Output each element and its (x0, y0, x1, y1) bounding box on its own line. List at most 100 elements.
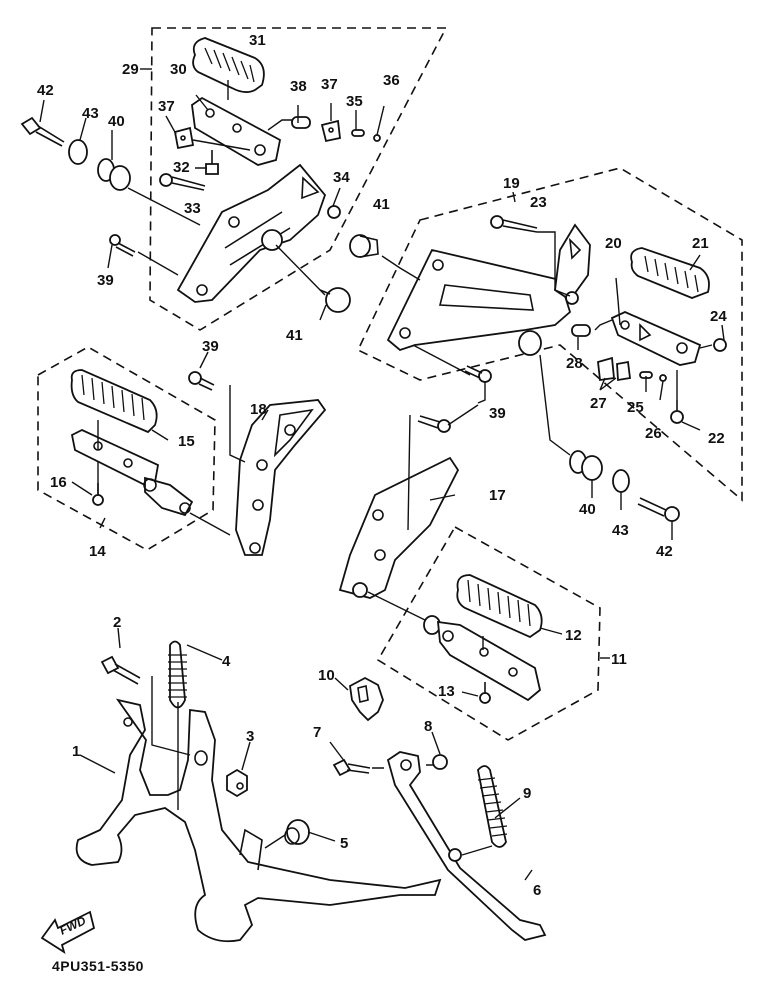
callout-17: 17 (489, 487, 506, 504)
collar-41-right (349, 234, 379, 258)
callout-22: 22 (708, 430, 725, 447)
footrest-bracket-20 (610, 311, 702, 366)
side-stand-6 (386, 751, 547, 941)
callout-13: 13 (438, 683, 455, 700)
footrest-rubber-21 (630, 247, 710, 299)
bolt-22 (670, 400, 684, 424)
spring-35 (351, 129, 365, 137)
callout-41-right: 41 (373, 196, 390, 213)
bolt-39-left (188, 371, 215, 391)
callout-39-right: 39 (489, 405, 506, 422)
callout-16: 16 (50, 474, 67, 491)
plate-37-right (320, 119, 341, 143)
callout-19: 19 (503, 175, 520, 192)
nut-3 (226, 768, 248, 798)
collar-41-upper (319, 287, 351, 313)
footrest-holder-19 (386, 223, 591, 356)
nut-34 (327, 205, 341, 219)
callout-41-upper: 41 (286, 327, 303, 344)
ball-36 (373, 134, 381, 142)
collar-40-left (97, 158, 131, 191)
footrest-rubber-12 (456, 574, 543, 639)
callout-23: 23 (530, 194, 547, 211)
bolt-39-right-b (417, 415, 451, 433)
group-box-19 (356, 167, 743, 502)
callout-7: 7 (313, 724, 321, 741)
reference-code: 4PU351-5350 (52, 958, 144, 974)
ball-26 (659, 374, 667, 382)
callout-36: 36 (383, 72, 400, 89)
callout-40-right: 40 (579, 501, 596, 518)
callout-21: 21 (692, 235, 709, 252)
footrest-bracket-30 (191, 96, 282, 166)
callout-6: 6 (533, 882, 541, 899)
plate-10 (349, 676, 384, 722)
main-stand-1 (75, 698, 442, 943)
callout-9: 9 (523, 785, 531, 802)
spring-9 (477, 765, 508, 848)
spring-4 (168, 640, 187, 709)
bolt-7 (332, 758, 371, 777)
collar-5 (284, 819, 310, 845)
callout-15: 15 (178, 433, 195, 450)
footrest-rubber-31 (192, 37, 265, 93)
plate-37-left (173, 126, 195, 150)
nut-24 (713, 338, 727, 352)
callout-42-left: 42 (37, 82, 54, 99)
bolt-42-right (637, 497, 680, 522)
group-box-29 (140, 27, 448, 331)
group-box-11 (376, 525, 610, 741)
callout-11: 11 (611, 651, 627, 668)
callout-27: 27 (590, 395, 607, 412)
callout-8: 8 (424, 718, 432, 735)
bolt-2 (100, 655, 141, 685)
footrest-bracket-14 (70, 429, 194, 517)
callout-28: 28 (566, 355, 583, 372)
callout-43-right: 43 (612, 522, 629, 539)
callout-37-left: 37 (158, 98, 175, 115)
bolt-23 (490, 215, 538, 233)
callout-39-top: 39 (97, 272, 114, 289)
callout-10: 10 (318, 667, 335, 684)
callout-32: 32 (173, 159, 190, 176)
callout-14: 14 (89, 543, 106, 560)
callout-42-right: 42 (656, 543, 673, 560)
group-box-14 (37, 346, 216, 551)
callout-20: 20 (605, 235, 622, 252)
callout-3: 3 (246, 728, 254, 745)
callout-39-mid: 39 (202, 338, 219, 355)
callout-18: 18 (250, 401, 267, 418)
callout-40-left: 40 (108, 113, 125, 130)
footrest-holder-17 (338, 456, 460, 599)
callout-37-right: 37 (321, 76, 338, 93)
pin-28 (571, 324, 591, 337)
bolt-32 (205, 150, 219, 175)
callout-24: 24 (710, 308, 727, 325)
callout-4: 4 (222, 653, 231, 670)
bolt-39-top (109, 234, 136, 257)
footrest-bracket-11 (423, 615, 541, 702)
callout-35: 35 (346, 93, 363, 110)
callout-43-left: 43 (82, 105, 99, 122)
callouts: 1 2 3 4 5 6 7 8 9 10 11 12 13 14 15 16 1… (37, 32, 727, 899)
callout-2: 2 (113, 614, 121, 631)
callout-1: 1 (72, 743, 80, 760)
washer-43-right (612, 469, 630, 493)
callout-33: 33 (184, 200, 201, 217)
callout-12: 12 (565, 627, 582, 644)
callout-25: 25 (627, 399, 644, 416)
bolt-42-left (20, 116, 65, 147)
callout-38: 38 (290, 78, 307, 95)
callout-31: 31 (249, 32, 266, 49)
callout-30: 30 (170, 61, 187, 78)
bolt-13 (479, 682, 491, 704)
footrest-holder-18 (235, 399, 327, 556)
pin-38 (291, 116, 311, 129)
callout-5: 5 (340, 835, 348, 852)
footrest-holder-29 (176, 163, 327, 303)
washer-43-left (68, 139, 88, 165)
callout-29: 29 (122, 61, 139, 78)
fwd-arrow-icon: FWD (40, 910, 96, 955)
collar-40-right (569, 450, 603, 481)
callout-34: 34 (333, 169, 350, 186)
